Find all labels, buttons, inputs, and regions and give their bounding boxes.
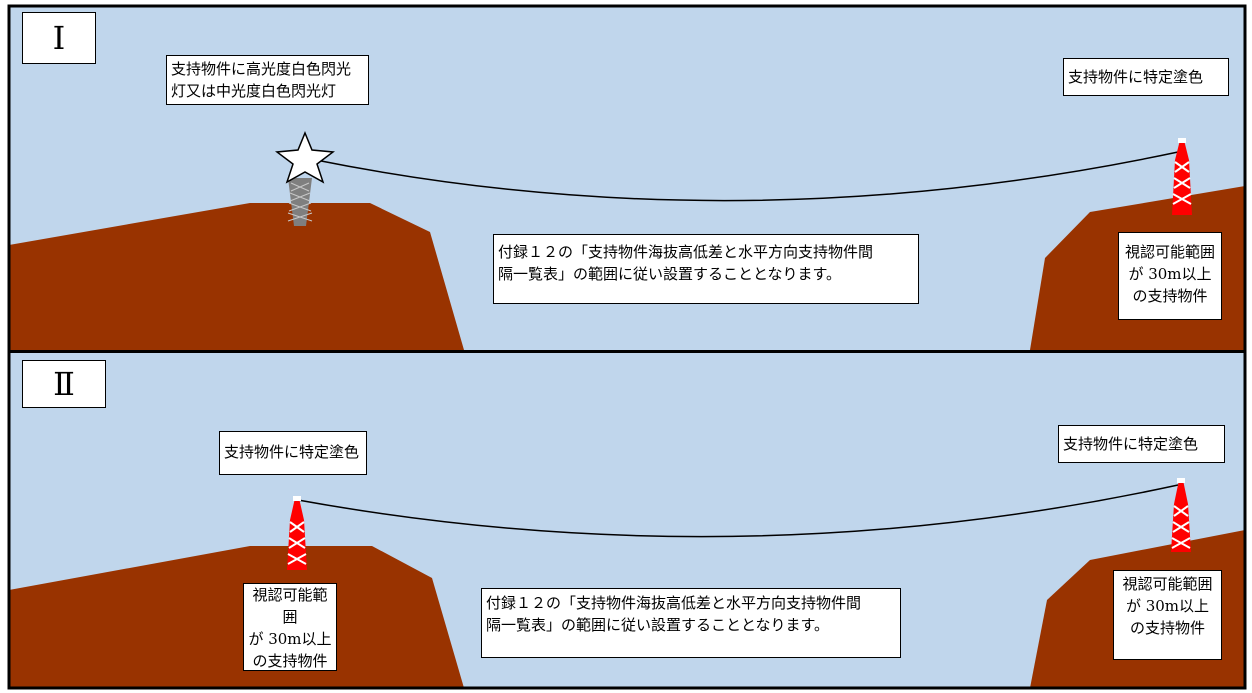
outer-frame xyxy=(7,4,1247,690)
panel1-right-paint-label: 支持物件に特定塗色 xyxy=(1063,58,1229,96)
panel2-right-paint-label: 支持物件に特定塗色 xyxy=(1058,425,1225,463)
panel1-support-label: 視認可能範囲 が 30m以上 の支持物件 xyxy=(1118,232,1222,320)
panel2-left-pole-icon xyxy=(287,496,307,570)
panel2-cable xyxy=(297,484,1179,538)
panel2-right-pole-icon xyxy=(1171,478,1191,552)
panel1-numeral: Ⅰ xyxy=(22,12,96,64)
lattice-tower xyxy=(287,178,313,226)
panel2-left-hill xyxy=(9,546,464,688)
panel2-left-paint-label: 支持物件に特定塗色 xyxy=(219,431,367,475)
star-icon xyxy=(274,131,336,184)
panel1-right-pole-icon xyxy=(1172,138,1192,215)
panel1-note: 付録１２の「支持物件海抜高低差と水平方向支持物件間 隔一覧表」の範囲に従い設置す… xyxy=(493,234,919,304)
panel2-numeral: Ⅱ xyxy=(22,360,106,408)
panel2-right-support-label: 視認可能範囲 が 30m以上 の支持物件 xyxy=(1113,570,1222,660)
panel1-light-label: 支持物件に高光度白色閃光 灯又は中光度白色閃光灯 xyxy=(166,55,369,105)
panel-divider xyxy=(9,350,1245,353)
panel2-note: 付録１２の「支持物件海抜高低差と水平方向支持物件間 隔一覧表」の範囲に従い設置す… xyxy=(481,588,901,658)
panel1-cable xyxy=(315,151,1179,202)
panel1-left-hill xyxy=(9,203,464,350)
panel2-left-support-label: 視認可能範囲 が 30m以上 の支持物件 xyxy=(243,583,337,671)
